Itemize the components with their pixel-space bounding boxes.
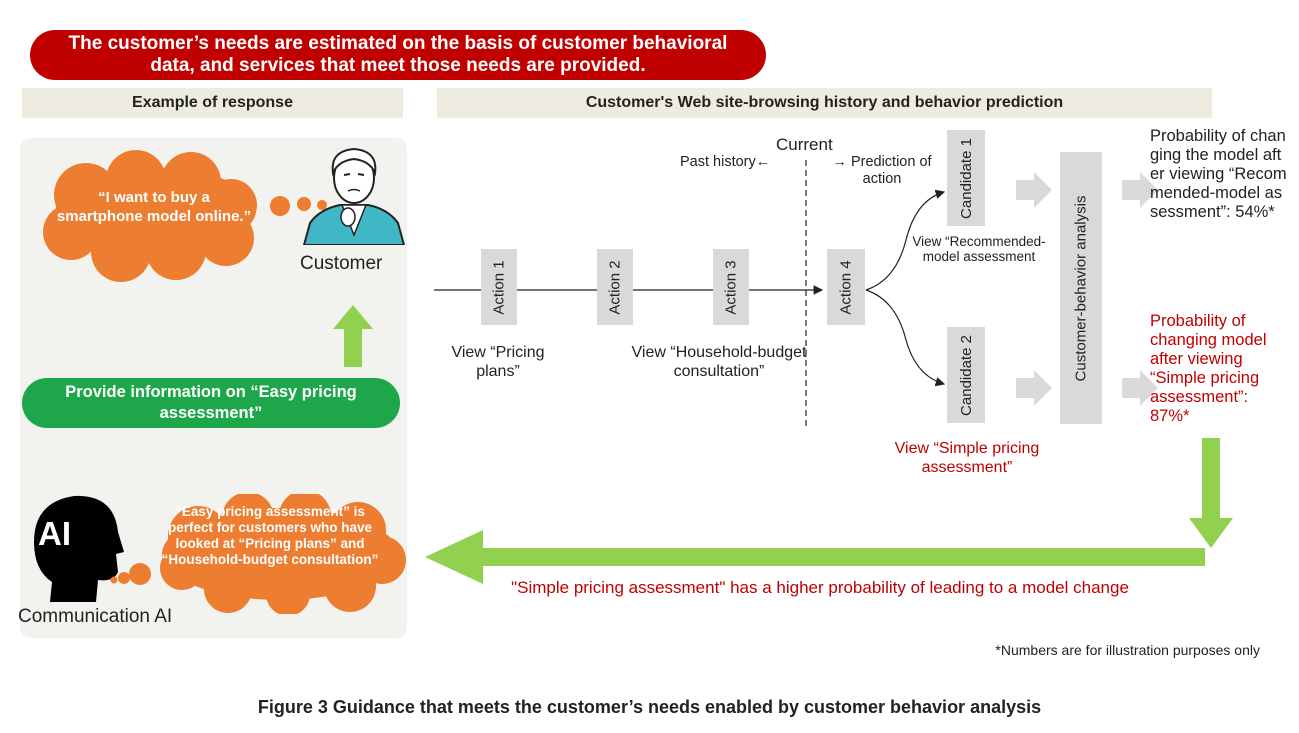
result-return-arrow	[425, 438, 1233, 584]
top-banner: The customer’s needs are estimated on th…	[30, 30, 766, 80]
action-4-label: Action 4	[837, 259, 855, 315]
conclusion-text: "Simple pricing assessment" has a higher…	[511, 578, 1129, 597]
probability-candidate-1: Probability of changing the model after …	[1150, 127, 1287, 221]
probability-candidate-2: Probability of changing model after view…	[1150, 312, 1267, 425]
action-1-box: Action 1	[481, 249, 517, 325]
action-1-label: Action 1	[490, 259, 508, 315]
candidate-1-box: Candidate 1	[947, 130, 985, 226]
customer-behavior-analysis-box: Customer-behavior analysis	[1060, 152, 1102, 424]
ai-thought-text: “Easy pricing assessment” is perfect for…	[161, 504, 379, 567]
banner-text: The customer’s needs are estimated on th…	[68, 33, 728, 76]
up-arrow-icon	[333, 305, 373, 367]
right-section-header: Customer's Web site-browsing history and…	[437, 88, 1212, 118]
left-section-header: Example of response	[22, 88, 403, 118]
action-3-description: View “Household-budget consultation”	[631, 344, 807, 380]
action-3-box: Action 3	[713, 249, 749, 325]
ai-icon-text: AI	[38, 515, 71, 552]
communication-ai-label: Communication AI	[18, 606, 173, 627]
action-2-label: Action 2	[606, 259, 624, 315]
provide-information-text: Provide information on “Easy pricing ass…	[65, 383, 357, 422]
prediction-label: → Prediction of action	[832, 154, 932, 187]
ai-head-icon	[34, 495, 124, 602]
analysis-label: Customer-behavior analysis	[1072, 195, 1090, 381]
action-3-label: Action 3	[722, 259, 740, 315]
candidate-1-description: View “Recommended-model assessment	[912, 234, 1046, 264]
candidate-2-box: Candidate 2	[947, 327, 985, 423]
past-history-label: Past history←	[680, 154, 771, 170]
action-4-box: Action 4	[827, 249, 865, 325]
customer-thought-text: “I want to buy a smartphone model online…	[56, 189, 252, 225]
customer-label: Customer	[300, 253, 383, 274]
current-label: Current	[776, 135, 833, 154]
ai-thought-cloud	[110, 494, 406, 614]
provide-information-pill: Provide information on “Easy pricing ass…	[22, 378, 400, 428]
candidate-2-description: View “Simple pricing assessment”	[894, 440, 1040, 476]
customer-avatar-icon	[302, 147, 406, 245]
customer-thought-cloud	[43, 150, 327, 282]
candidate-1-label: Candidate 1	[957, 137, 975, 219]
figure-caption: Figure 3 Guidance that meets the custome…	[257, 697, 1042, 717]
candidate-2-label: Candidate 2	[957, 334, 975, 416]
footnote: *Numbers are for illustration purposes o…	[995, 642, 1260, 658]
action-2-box: Action 2	[597, 249, 633, 325]
action-1-description: View “Pricing plans”	[451, 344, 545, 380]
